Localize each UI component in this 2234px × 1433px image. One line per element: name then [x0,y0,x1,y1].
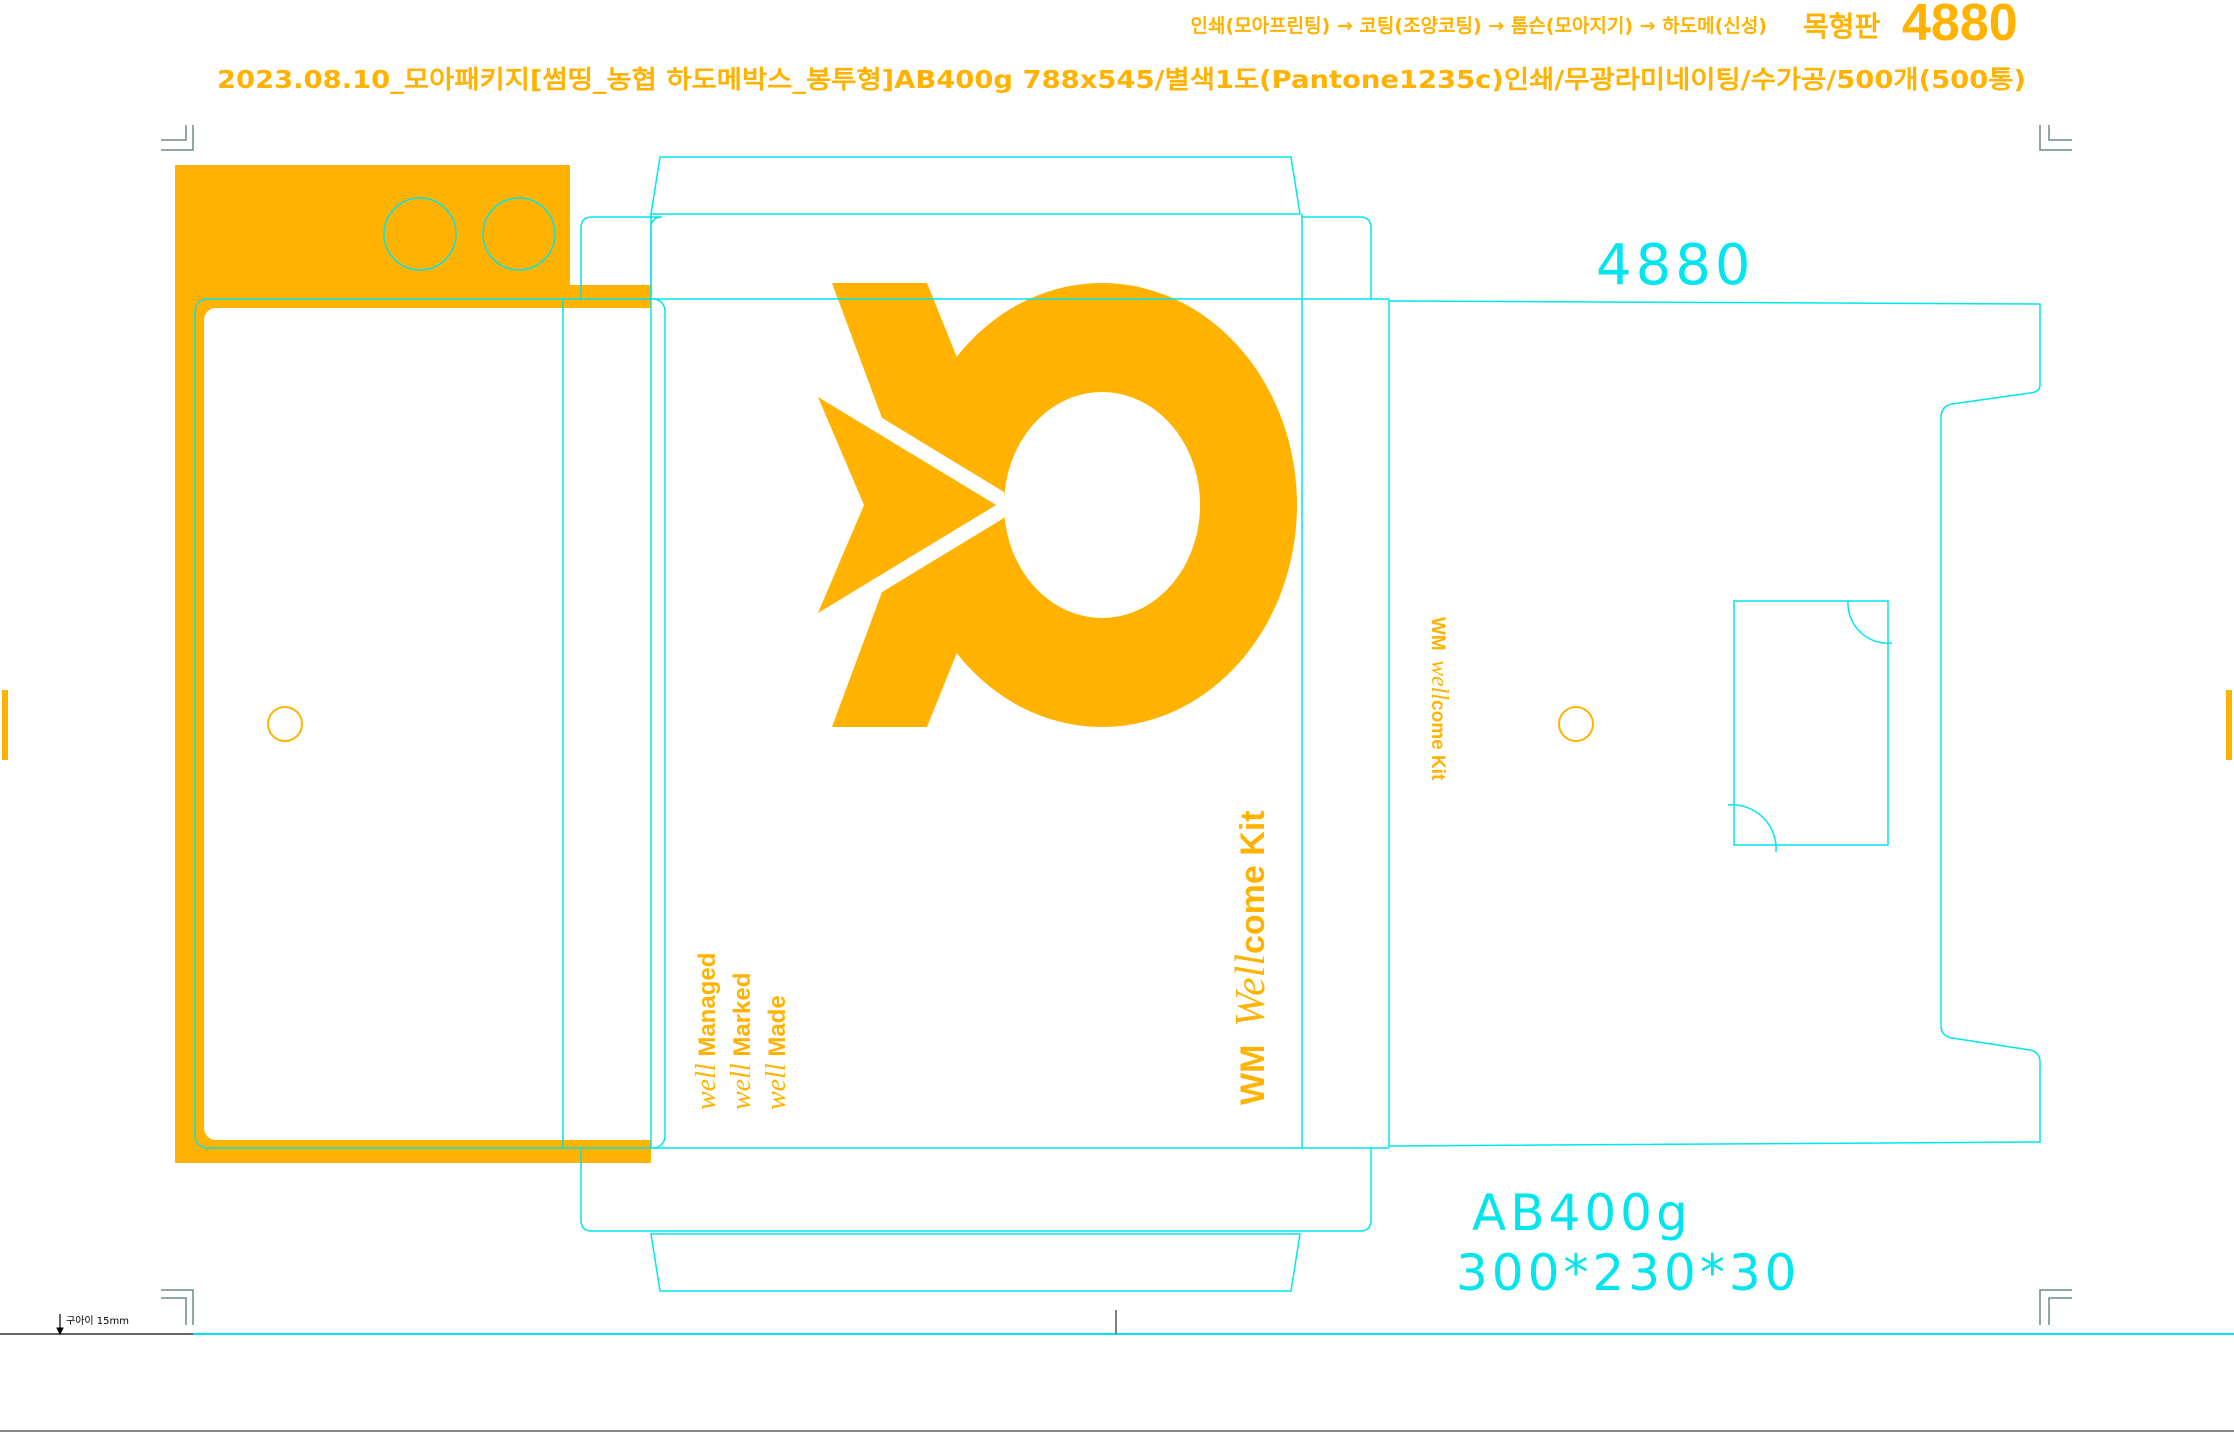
svg-text:WM wellcome Kit: WM wellcome Kit [1426,617,1452,781]
crop-marks [161,125,2072,1325]
svg-text:WM Wellcome Kit: WM Wellcome Kit [1228,810,1274,1105]
die-number-label: 4880 [1596,233,1755,298]
wm-logo [818,283,1297,728]
cut-lines [562,156,2041,1292]
die-number-header: 4880 [1902,0,2018,52]
eyelet-mark [267,706,303,742]
hole-circle [482,197,556,271]
tagline: well Marked [726,973,757,1110]
front-title-prefix: WM [1234,1045,1272,1105]
tagline: well Managed [691,953,722,1110]
inner-flap-print [175,165,666,1163]
die-label: 목형판 [1803,10,1881,43]
hole-circle [383,197,457,271]
front-title-suffix: come Kit [1234,810,1272,954]
eyelet-mark [1558,706,1594,742]
side-registration-marks [2,690,2232,760]
bleed-note: 구아이 15mm [66,1315,129,1327]
process-line: 인쇄(모아프린팅) → 코팅(조양코팅) → 톰슨(모아지기) → 하도메(신성… [1191,15,1767,37]
down-arrow-icon [56,1314,64,1336]
front-title: WM Wellcome Kit [1228,810,1274,1105]
taglines: well Managed well Marked well Made [691,953,792,1110]
front-title-script: Well [1228,954,1274,1027]
tagline: well Made [761,995,792,1110]
spec-line: 2023.08.10_모아패키지[썸띵_농협 하도메박스_봉투형]AB400g … [217,65,2026,94]
paper-label: AB400g [1472,1184,1692,1242]
side-title: WM wellcome Kit [1426,617,1452,781]
dimensions-label: 300*230*30 [1456,1244,1801,1302]
